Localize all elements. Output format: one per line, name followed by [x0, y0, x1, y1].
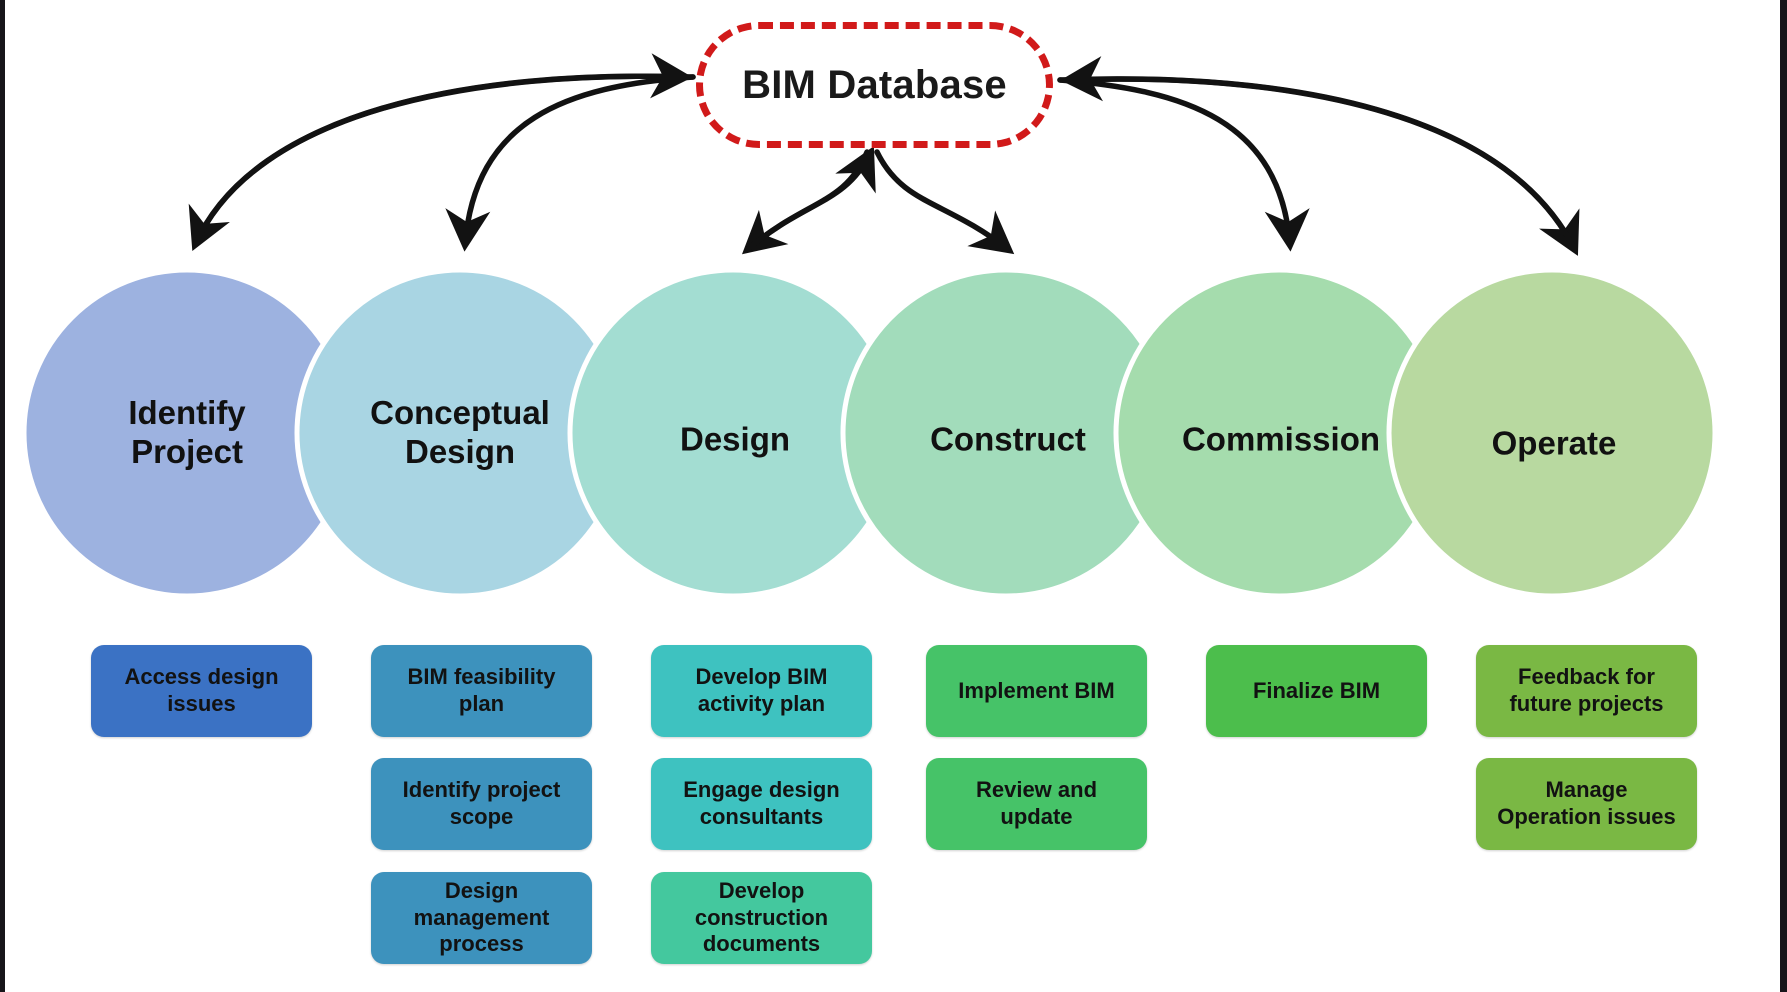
task-box[interactable]: Finalize BIM [1206, 645, 1427, 737]
task-box[interactable]: Review and update [926, 758, 1147, 850]
task-box[interactable]: Implement BIM [926, 645, 1147, 737]
task-box[interactable]: Design management process [371, 872, 592, 964]
arrow-bim-to-conceptual-design [445, 74, 696, 252]
arrow-stages-to-bim-right [1060, 56, 1578, 253]
bim-database-label: BIM Database [742, 62, 1007, 107]
task-box[interactable]: Identify project scope [371, 758, 592, 850]
arrow-bim-to-construct [874, 149, 1015, 255]
task-box[interactable]: BIM feasibility plan [371, 645, 592, 737]
task-box[interactable]: Manage Operation issues [1476, 758, 1697, 850]
arrow-design-to-bim [744, 146, 876, 253]
task-box[interactable]: Feedback for future projects [1476, 645, 1697, 737]
task-box[interactable]: Develop construction documents [651, 872, 872, 964]
diagram-graphics-layer [21, 53, 1718, 599]
stage-circle-operate [1386, 267, 1718, 599]
arrow-bim-to-commission [1057, 77, 1310, 252]
task-box[interactable]: Engage design consultants [651, 758, 872, 850]
task-box[interactable]: Access design issues [91, 645, 312, 737]
bim-database-node[interactable]: BIM Database [696, 22, 1053, 148]
arrow-stages-to-bim-left [192, 53, 693, 248]
task-box[interactable]: Develop BIM activity plan [651, 645, 872, 737]
diagram-text-layer: BIM Database Identify Project Conceptual… [5, 0, 1780, 992]
